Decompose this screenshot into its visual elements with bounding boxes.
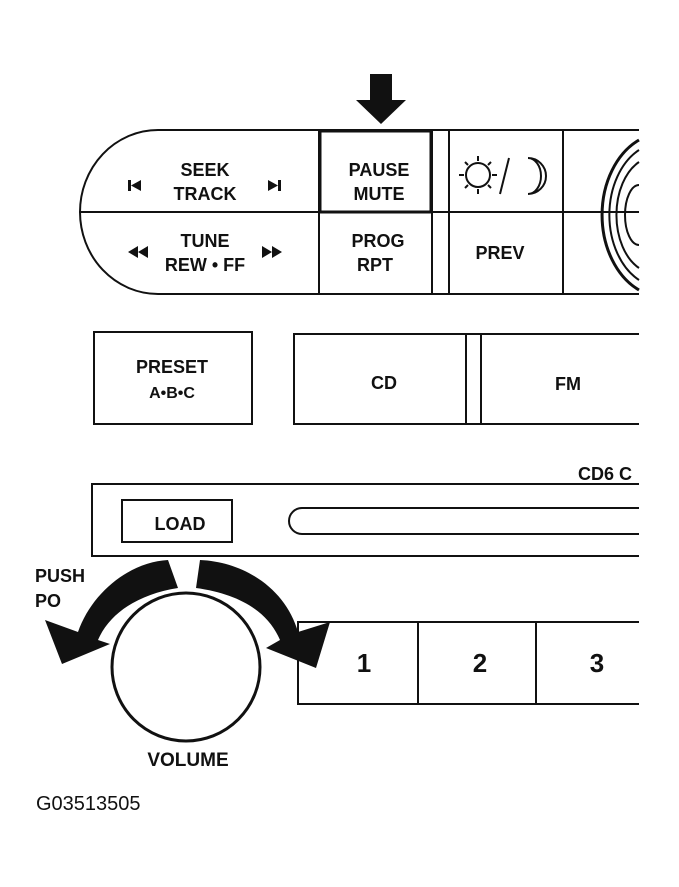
rpt-label: RPT (357, 255, 393, 275)
rewind-icon (128, 246, 148, 258)
abc-label: A•B•C (149, 385, 195, 402)
fm-button[interactable]: FM (555, 374, 581, 394)
push-label: PUSH (35, 566, 85, 586)
volume-label: VOLUME (147, 750, 228, 771)
changer-label: CD6 C (578, 464, 632, 484)
pause-mute-button[interactable] (318, 129, 433, 214)
seek-track-button[interactable]: SEEK TRACK (128, 160, 281, 204)
cd-slot (288, 507, 639, 535)
tune-label: TUNE (181, 231, 230, 251)
preset-3-button[interactable]: 3 (590, 648, 604, 678)
cd-slot-panel (91, 483, 639, 557)
tune-button[interactable]: TUNE REW • FF (128, 231, 282, 275)
prev-button[interactable]: PREV (475, 243, 524, 263)
sun-moon-icon[interactable] (459, 156, 547, 195)
pointer-arrow-icon (356, 74, 406, 124)
preset-label: PRESET (136, 357, 208, 377)
track-label: TRACK (174, 184, 237, 204)
volume-knob[interactable] (110, 591, 262, 743)
preset-1-button[interactable]: 1 (357, 648, 371, 678)
cd-button[interactable]: CD (371, 373, 397, 393)
prog-label: PROG (351, 231, 404, 251)
mute-label: MUTE (354, 184, 405, 204)
load-button[interactable] (121, 499, 233, 543)
rew-ff-label: REW • FF (165, 255, 245, 275)
skip-back-icon (128, 180, 141, 191)
preset-2-button[interactable]: 2 (473, 648, 487, 678)
preset-abc-button[interactable] (93, 331, 253, 425)
preset-number-panel (297, 621, 639, 705)
seek-label: SEEK (180, 160, 229, 180)
skip-forward-icon (268, 180, 281, 191)
rotate-left-arrow-icon (45, 560, 178, 664)
figure-code: G03513505 (36, 793, 141, 815)
prog-rpt-button[interactable]: PROG RPT (351, 231, 404, 275)
fast-forward-icon (262, 246, 282, 258)
power-label: PO (35, 591, 61, 611)
tuning-knob[interactable] (600, 138, 640, 292)
load-label: LOAD (155, 514, 206, 534)
rotate-right-arrow-icon (196, 560, 330, 668)
pause-label: PAUSE (349, 160, 410, 180)
